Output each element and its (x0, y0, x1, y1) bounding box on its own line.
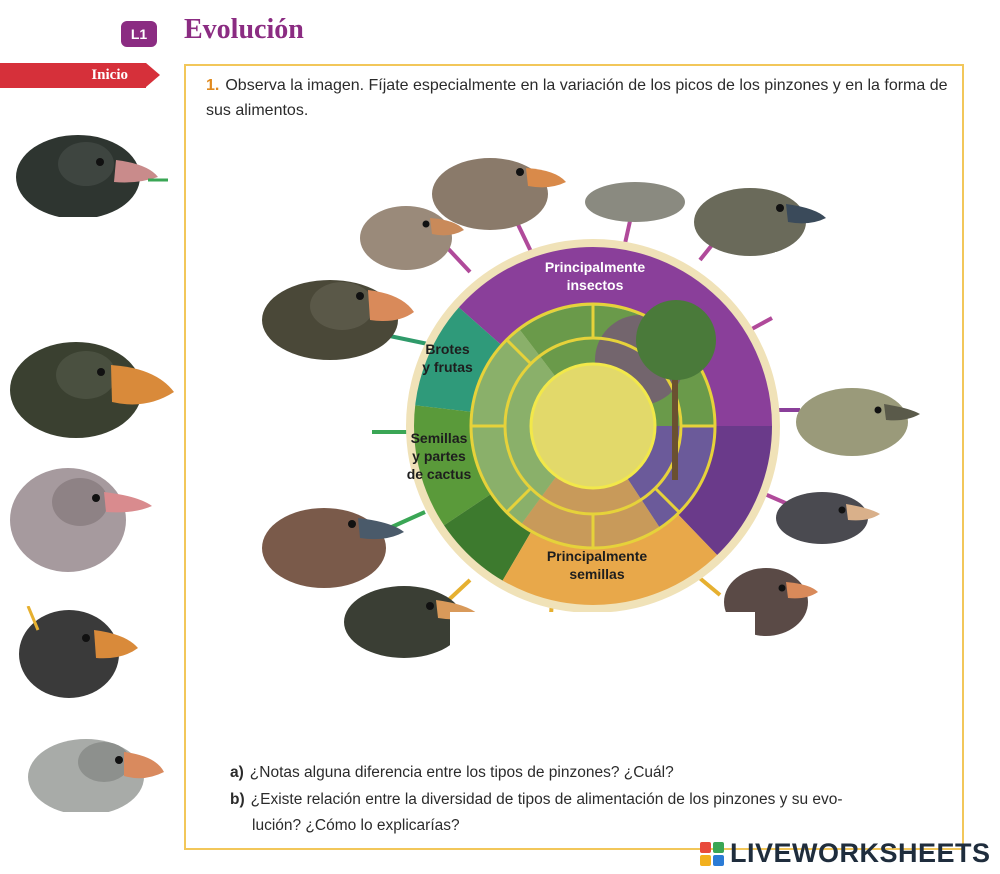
subquestion-b-text-cont: lución? ¿Cómo lo explicarías? (252, 817, 460, 834)
page-title: Evolución (184, 14, 304, 45)
subquestion-a: a) ¿Notas alguna diferencia entre los tip… (230, 760, 950, 786)
subquestion-b: b) ¿Existe relación entre la diversidad d… (230, 787, 950, 839)
wheel-label-seeds-cactus: Semillas y partes de cactus (406, 430, 472, 482)
finch-top-3 (585, 182, 685, 222)
liveworksheets-logo-icon (700, 841, 724, 866)
brand-text: LIVEWORKSHEETS (730, 838, 991, 868)
lesson-badge: L1 (121, 21, 157, 47)
question-1: 1.Observa la imagen. Fíjate especialment… (206, 73, 956, 123)
subquestion-a-label: a) (230, 764, 244, 781)
finch-top-4 (694, 188, 826, 256)
blank-patch (450, 612, 755, 704)
question-text: Observa la imagen. Fíjate especialmente … (206, 77, 948, 119)
subquestion-a-text: ¿Notas alguna diferencia entre los tipos… (249, 764, 674, 781)
subquestion-b-label: b) (230, 791, 245, 808)
finch-left-5 (28, 739, 164, 812)
section-tab-inicio: Inicio (0, 63, 146, 88)
blank-patch (775, 252, 800, 382)
wheel-label-seeds: Principalmente semillas (546, 548, 648, 582)
finch-top-1 (432, 158, 566, 230)
wheel-label-insects: Principalmente insectos (544, 259, 646, 293)
finch-top-2 (360, 206, 464, 270)
finch-right-1 (796, 388, 920, 456)
finch-left-1 (16, 135, 168, 217)
wheel-label-shoots-fruits: Brotes y frutas (422, 341, 473, 375)
finch-right-2 (776, 492, 880, 544)
subquestion-b-text: ¿Existe relación entre la diversidad de … (250, 791, 843, 808)
question-number: 1. (206, 77, 220, 94)
finch-left-4 (19, 606, 138, 698)
finch-left-2 (10, 342, 174, 438)
section-tab-arrow (146, 63, 160, 87)
finch-mid-left (262, 280, 414, 360)
finch-left-3 (10, 468, 152, 572)
finch-bottom-left (262, 508, 404, 588)
activity-frame (184, 64, 964, 850)
liveworksheets-brand[interactable]: LIVEWORKSHEETS (700, 838, 991, 869)
